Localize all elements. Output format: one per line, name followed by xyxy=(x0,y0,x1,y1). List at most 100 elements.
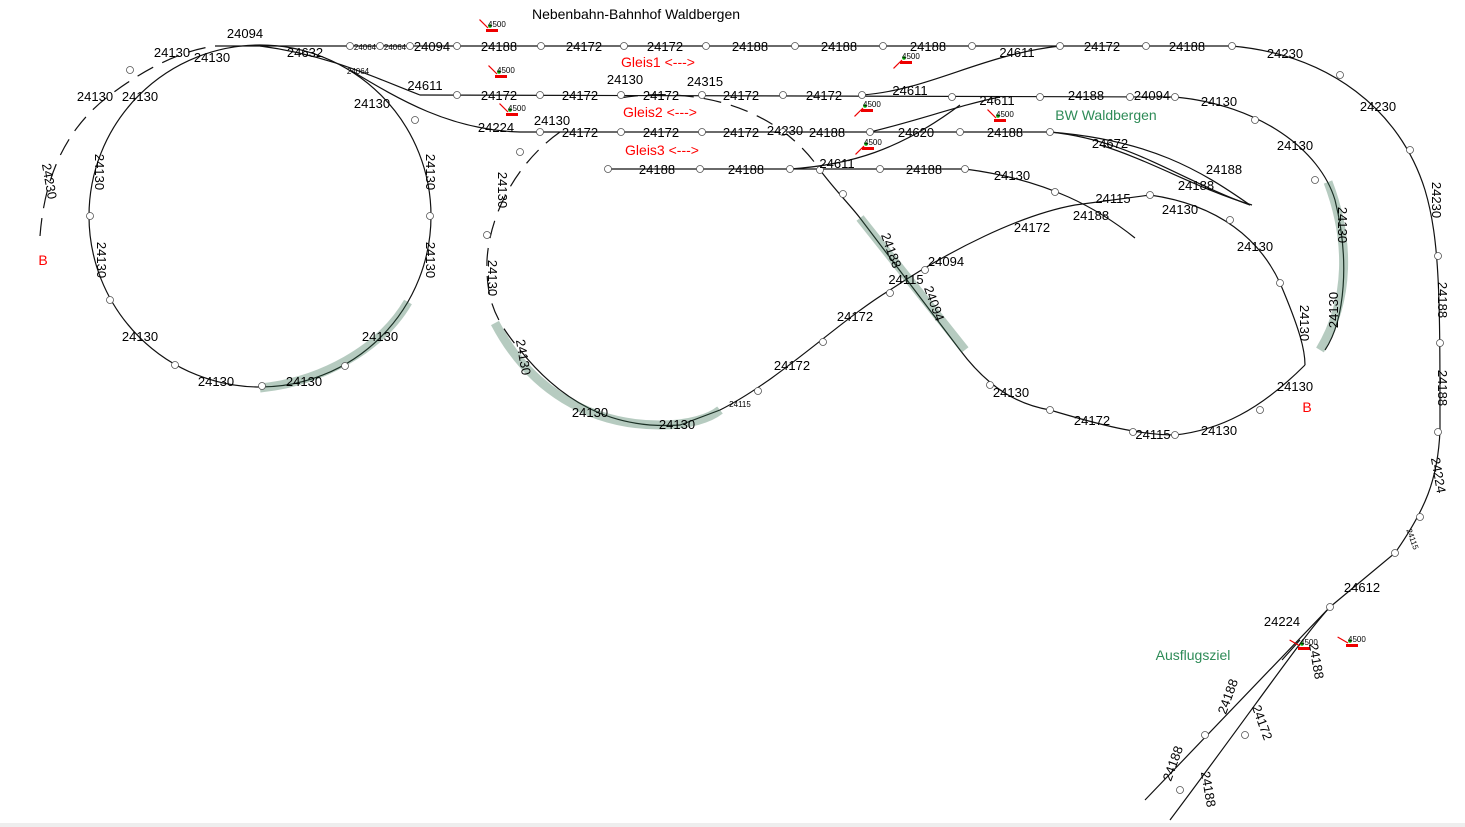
gleis1-label: Gleis1 <---> xyxy=(621,54,695,70)
track-piece-label: 24188 xyxy=(1169,39,1205,54)
track-piece-label: 24172 xyxy=(481,88,517,103)
track-piece-label: 24130 xyxy=(194,50,230,65)
track-piece-label: 24130 xyxy=(659,417,695,432)
track-joint xyxy=(1171,93,1179,101)
track-joint xyxy=(1046,406,1054,414)
track-joint xyxy=(341,362,349,370)
track-piece-label: 24188 xyxy=(906,162,942,177)
track-joint xyxy=(956,128,964,136)
track-piece-label: 24130 xyxy=(1277,138,1313,153)
track-joints xyxy=(86,42,1444,794)
track-piece-label: 24130 xyxy=(1237,239,1273,254)
track-piece-label: 24130 xyxy=(607,72,643,87)
track-piece-label: 24115 xyxy=(888,272,923,287)
track-piece-label: 24130 xyxy=(513,338,534,376)
track-piece-label: 24611 xyxy=(979,93,1014,108)
track-piece-label: 24230 xyxy=(1429,182,1444,218)
signal-icon: 4500 xyxy=(488,65,515,78)
bottom-scrollbar[interactable] xyxy=(0,823,1465,827)
middle-loop-dashed xyxy=(486,131,561,351)
signal-label: 4500 xyxy=(1300,638,1318,647)
track-joint xyxy=(483,231,491,239)
track-joint xyxy=(1228,42,1236,50)
track-joint xyxy=(411,116,419,124)
track-joint xyxy=(1201,731,1209,739)
signal-label: 4500 xyxy=(497,66,515,75)
track-joint xyxy=(698,91,706,99)
track-piece-label: 24094 xyxy=(1134,88,1170,103)
track-joint xyxy=(1226,216,1234,224)
track-piece-label: 24188 xyxy=(821,39,857,54)
track-joint xyxy=(1416,513,1424,521)
track-joint xyxy=(1126,93,1134,101)
track-joint xyxy=(86,212,94,220)
signal-icon: 4500 xyxy=(1337,635,1366,647)
track-joint xyxy=(886,289,894,297)
track-piece-label: 24188 xyxy=(1435,370,1450,406)
track-joint xyxy=(786,165,794,173)
dashed-diagonal xyxy=(619,94,821,171)
track-piece-label: 24188 xyxy=(1160,744,1186,783)
track-piece-label: 24188 xyxy=(1198,770,1219,808)
track-piece-label: 24172 xyxy=(1074,413,1110,428)
track-piece-label: 24130 xyxy=(534,113,570,128)
station-title: Nebenbahn-Bahnhof Waldbergen xyxy=(532,6,740,22)
connector-24611-mid xyxy=(869,96,1001,133)
track-piece-label: 24172 xyxy=(643,125,679,140)
connector-b-right: B xyxy=(1302,399,1311,415)
signal-icon: 4500 xyxy=(855,138,882,155)
track-piece-label: 24188 xyxy=(987,125,1023,140)
gleis2-label: Gleis2 <---> xyxy=(623,104,697,120)
ausflugsziel-label: Ausflugsziel xyxy=(1156,647,1231,663)
stub-ausflugsziel xyxy=(1281,639,1301,661)
track-piece-label: 24172 xyxy=(1014,220,1050,235)
track-piece-label: 24064 xyxy=(354,43,377,52)
signal-label: 4500 xyxy=(864,138,882,147)
track-joint xyxy=(1434,252,1442,260)
track-joint xyxy=(1391,549,1399,557)
track-joint xyxy=(696,165,704,173)
track-joint xyxy=(1142,42,1150,50)
track-piece-label: 24188 xyxy=(732,39,768,54)
track-piece-label: 24230 xyxy=(767,123,803,138)
signal-icon: 4500 xyxy=(479,19,506,32)
track-joint xyxy=(604,165,612,173)
track-piece-label: 24188 xyxy=(639,162,675,177)
track-joint xyxy=(620,42,628,50)
track-piece-label: 24172 xyxy=(1084,39,1120,54)
track-piece-label: 24094 xyxy=(928,254,964,269)
signal-icon: 4500 xyxy=(854,100,881,117)
track-joint xyxy=(1241,731,1249,739)
bridge-middle xyxy=(491,320,723,430)
track-piece-label: 24064 xyxy=(347,67,370,76)
track-joint xyxy=(1256,406,1264,414)
track-piece-label: 24172 xyxy=(566,39,602,54)
track-piece-label: 24115 xyxy=(1135,427,1170,442)
track-piece-label: 24130 xyxy=(94,242,109,278)
track-joint xyxy=(617,128,625,136)
track-piece-label: 24172 xyxy=(774,358,810,373)
track-joint xyxy=(1276,279,1284,287)
track-joint xyxy=(258,382,266,390)
track-piece-label: 24224 xyxy=(1264,614,1300,629)
track-joint xyxy=(779,128,787,136)
track-piece-label: 24188 xyxy=(809,125,845,140)
track-joint xyxy=(1434,428,1442,436)
track-piece-label: 24130 xyxy=(994,168,1030,183)
signal-icon: 4500 xyxy=(987,109,1014,122)
track-piece-label: 24188 xyxy=(481,39,517,54)
track-piece-label: 24130 xyxy=(495,172,510,208)
track-piece-label: 24172 xyxy=(562,125,598,140)
diagonal-loop-track xyxy=(819,169,1306,436)
track-piece-label: 24094 xyxy=(414,39,450,54)
track-piece-label: 24172 xyxy=(837,309,873,324)
track-joint xyxy=(536,91,544,99)
track-joint xyxy=(126,66,134,74)
track-piece-label: 24130 xyxy=(1162,202,1198,217)
connector-24611-top xyxy=(861,45,1061,96)
track-piece-label: 24130 xyxy=(154,45,190,60)
track-joint xyxy=(839,190,847,198)
